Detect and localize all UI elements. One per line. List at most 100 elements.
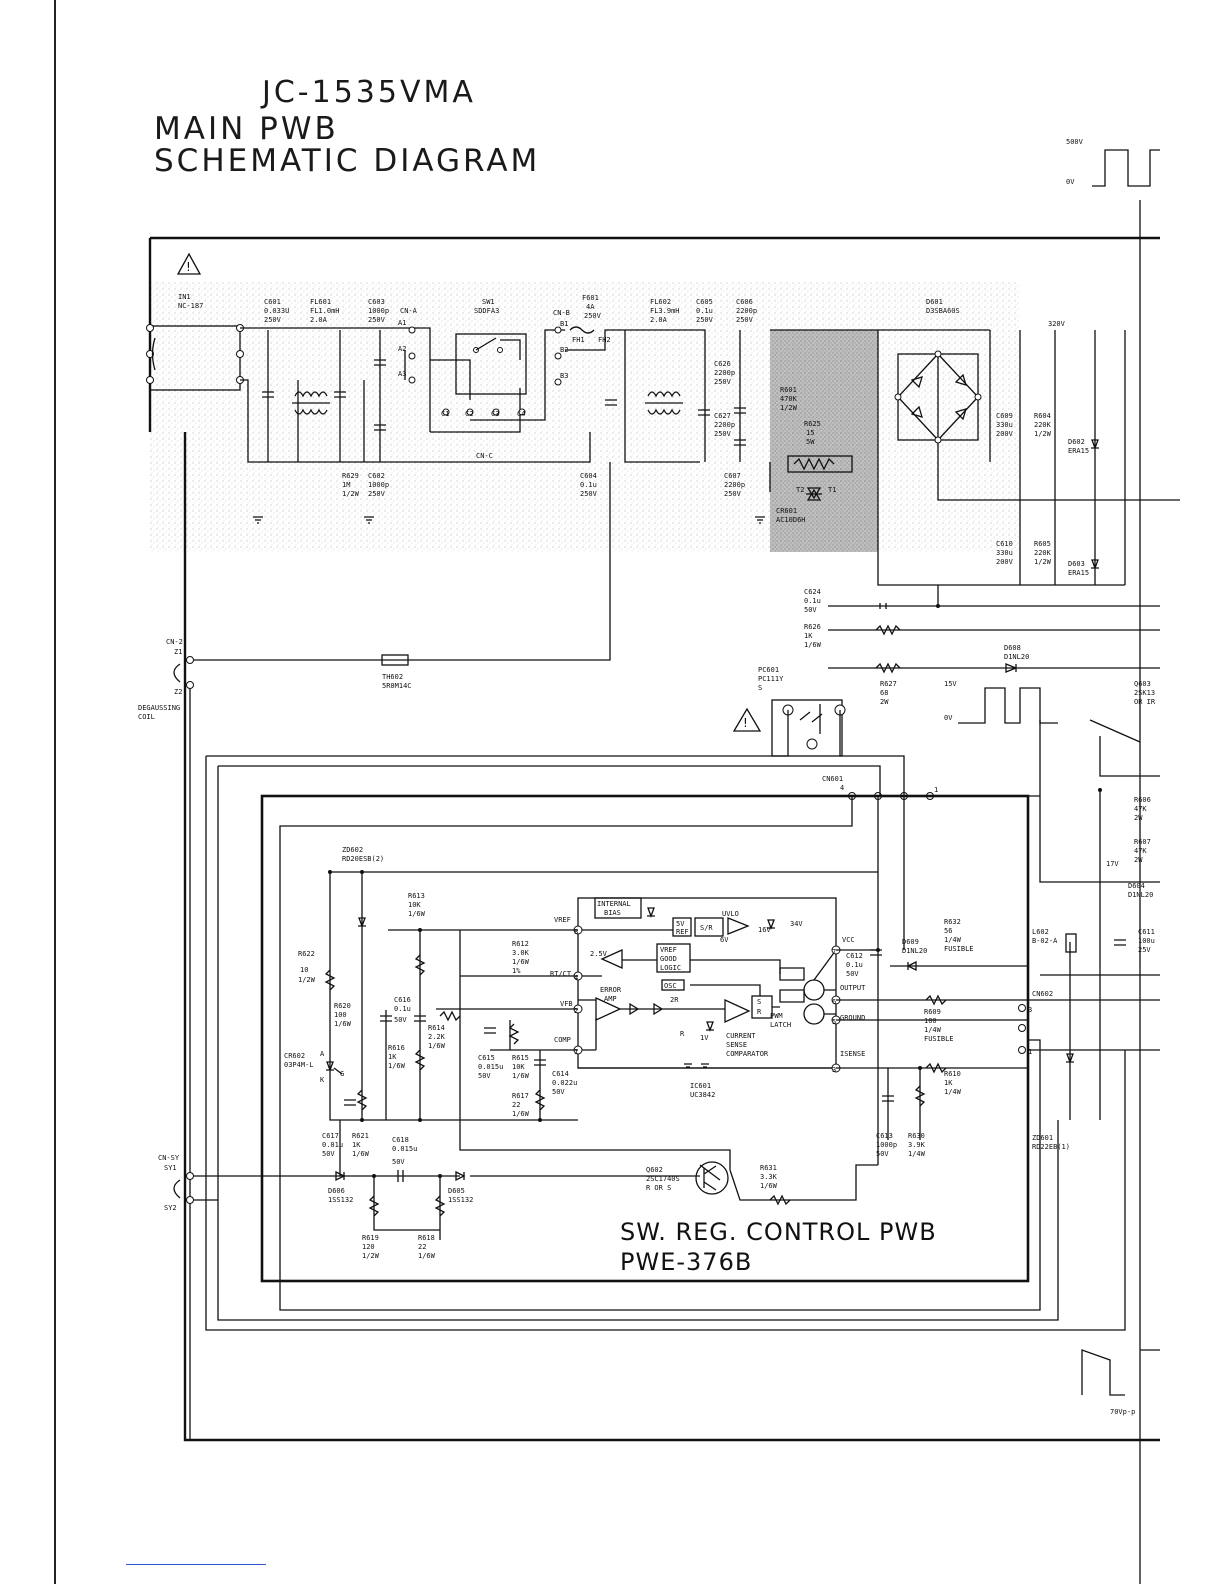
fh2-label: FH2	[598, 336, 611, 344]
r629-v2: 1/2W	[342, 490, 360, 498]
c4-label: C4	[517, 410, 525, 418]
cn602-label: CN602	[1032, 990, 1053, 998]
r631-v2: 1/6W	[760, 1182, 778, 1190]
fl602-v1: FL3.9mH	[650, 307, 680, 315]
title-main-pwb: MAIN PWB	[154, 111, 339, 147]
r1-label: R	[680, 1030, 685, 1038]
control-wiring	[190, 871, 1029, 1240]
caution-triangle-icon: !	[732, 707, 762, 732]
osc-label: OSC	[664, 982, 677, 990]
r616-v1: 1K	[388, 1053, 397, 1061]
zener-zd601	[1066, 1053, 1074, 1064]
r629-v1: 1M	[342, 481, 350, 489]
r607-v1: 47K	[1134, 847, 1147, 855]
c627-label: C627	[714, 412, 731, 420]
ic-uc3842	[573, 897, 841, 1073]
r606-v1: 47K	[1134, 805, 1147, 813]
r621-v2: 1/6W	[352, 1150, 370, 1158]
in1-value: NC-187	[178, 302, 203, 310]
cn601-pin4: 4	[840, 784, 844, 792]
cn602-pin1: 1	[1028, 1048, 1032, 1056]
c603-v1: 1000p	[368, 307, 389, 315]
diode-d606	[335, 1170, 346, 1182]
a3-label: A3	[398, 370, 406, 378]
c607-label: C607	[724, 472, 741, 480]
c626-label: C626	[714, 360, 731, 368]
fuse-f601	[569, 326, 595, 334]
r625-label: R625	[804, 420, 821, 428]
c603-v2: 250V	[368, 316, 386, 324]
r617-v2: 1/6W	[512, 1110, 530, 1118]
ground-label: GROUND	[840, 1014, 865, 1022]
wave1-low: 0V	[1066, 178, 1075, 186]
cnb-label: CN-B	[553, 309, 570, 317]
r601-label: R601	[780, 386, 797, 394]
connector-cn602	[1018, 1004, 1026, 1054]
c615-v2: 50V	[478, 1072, 491, 1080]
c605-v1: 0.1u	[696, 307, 713, 315]
d601-value: D3SBA60S	[926, 307, 960, 315]
sy1-label: SY1	[164, 1164, 177, 1172]
connector-cn2	[173, 656, 194, 689]
r620-label: R620	[334, 1002, 351, 1010]
current-sense-3: COMPARATOR	[726, 1050, 769, 1058]
b1-label: B1	[560, 320, 568, 328]
c613-v2: 50V	[876, 1150, 889, 1158]
latch-r-label: R	[757, 1008, 762, 1016]
c604-label: C604	[580, 472, 597, 480]
c601-label: C601	[264, 298, 281, 306]
current-sense-2: SENSE	[726, 1041, 747, 1049]
cr602-cathode: K	[320, 1076, 325, 1084]
diode-d605	[455, 1170, 466, 1182]
waveform-500v	[1092, 149, 1160, 187]
c610-label: C610	[996, 540, 1013, 548]
cr601-value: AC10D6H	[776, 516, 806, 524]
v2r-label: 2R	[670, 996, 679, 1004]
vfb-label: VFB	[560, 1000, 573, 1008]
l602-label: L602	[1032, 928, 1049, 936]
fl601-v2: 2.0A	[310, 316, 328, 324]
r612-label: R612	[512, 940, 529, 948]
vref-good-1: VREF	[660, 946, 677, 954]
fl601-v1: FL1.0mH	[310, 307, 340, 315]
f601-v1: 4A	[586, 303, 595, 311]
d605-label: D605	[448, 1187, 465, 1195]
r622-v2: 1/2W	[298, 976, 316, 984]
z1-label: Z1	[174, 648, 182, 656]
junction-dots	[328, 604, 1102, 1178]
c611-label: C611	[1138, 928, 1155, 936]
c616-v1: 0.1u	[394, 1005, 411, 1013]
r625-v1: 15	[806, 429, 814, 437]
diode-d602	[1091, 439, 1099, 450]
r609-v3: FUSIBLE	[924, 1035, 954, 1043]
degauss-label-2: COIL	[138, 713, 155, 721]
wave1-high: 500V	[1066, 138, 1084, 146]
wave3-pp: 70Vp-p	[1110, 1408, 1135, 1416]
degauss-wiring	[189, 462, 611, 1440]
c618-v2: 50V	[392, 1158, 405, 1166]
f601-v2: 250V	[584, 312, 602, 320]
power-switch-sw1	[442, 333, 527, 416]
mains-wiring	[240, 200, 1180, 1584]
c612-label: C612	[846, 952, 863, 960]
f601-label: F601	[582, 294, 599, 302]
control-pwb-frame	[260, 794, 1030, 1283]
cnsy-label: CN-SY	[158, 1154, 180, 1162]
pwm-latch-2: LATCH	[770, 1021, 791, 1029]
vref-good-3: LOGIC	[660, 964, 681, 972]
ic-pin-3: 3	[832, 1066, 836, 1074]
r620-v2: 1/6W	[334, 1020, 352, 1028]
r629-label: R629	[342, 472, 359, 480]
right-side-wiring	[1028, 719, 1160, 1120]
r617-label: R617	[512, 1092, 529, 1100]
r627-label: R627	[880, 680, 897, 688]
c606-v1: 2200p	[736, 307, 757, 315]
r620-v1: 100	[334, 1011, 347, 1019]
connector-pins-ab	[408, 326, 562, 386]
r615-label: R615	[512, 1054, 529, 1062]
resistors-control	[324, 954, 947, 1217]
r619-v2: 1/2W	[362, 1252, 380, 1260]
t2-label: T2	[796, 486, 804, 494]
c612-v2: 50V	[846, 970, 859, 978]
